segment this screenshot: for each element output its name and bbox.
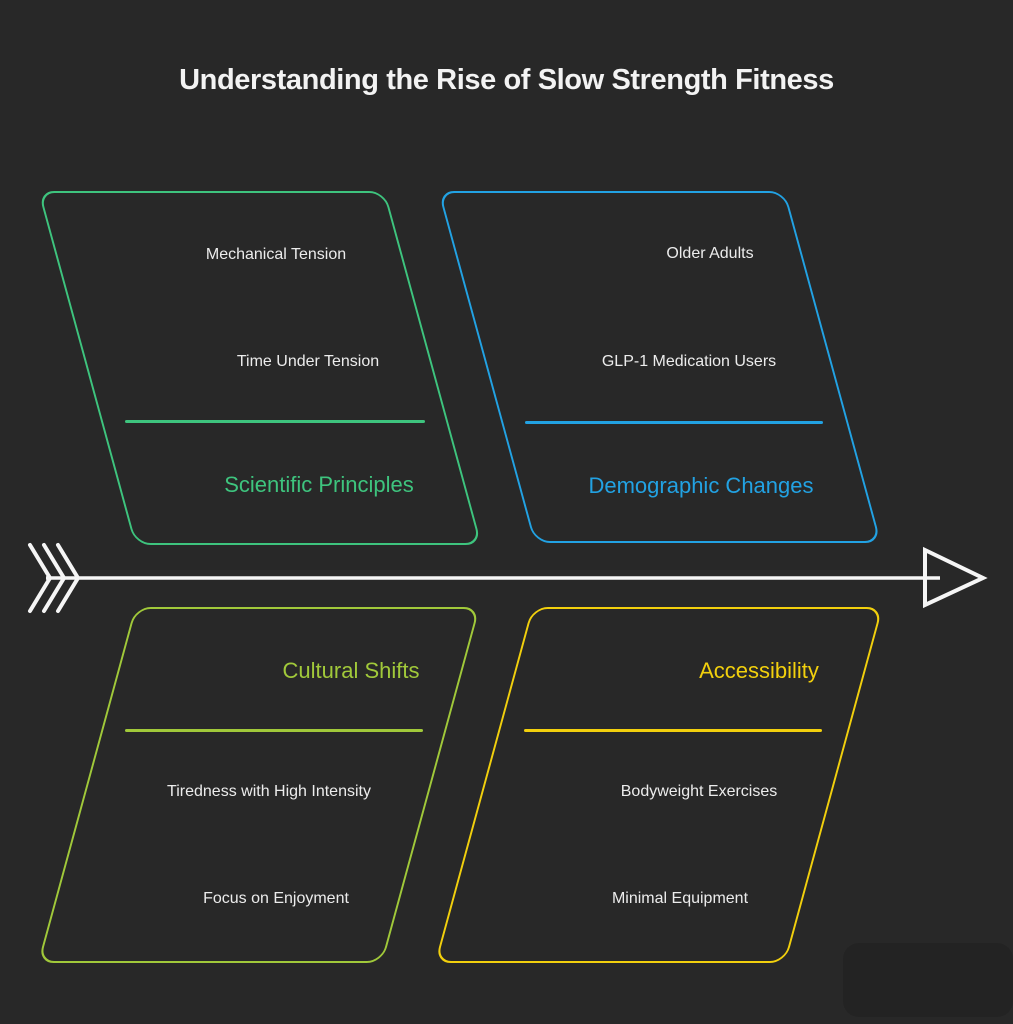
section-divider-cultural-shifts [125,729,423,732]
item-tiredness-with-high-intensity: Tiredness with High Intensity [167,783,371,800]
page-title: Understanding the Rise of Slow Strength … [179,64,834,96]
section-label-accessibility: Accessibility [699,658,819,683]
item-time-under-tension: Time Under Tension [236,353,380,370]
item-mechanical-tension: Mechanical Tension [205,246,347,263]
section-label-scientific-principles: Scientific Principles [224,472,414,497]
arrow-fletching-icon [28,543,81,613]
item-focus-on-enjoyment: Focus on Enjoyment [203,890,349,907]
item-bodyweight-exercises: Bodyweight Exercises [620,783,778,800]
item-minimal-equipment: Minimal Equipment [611,890,749,907]
item-older-adults: Older Adults [666,245,754,262]
section-divider-scientific-principles [125,420,425,423]
section-label-cultural-shifts: Cultural Shifts [282,658,420,683]
section-label-demographic-changes: Demographic Changes [588,473,814,498]
corner-shadow-patch [843,943,1013,1017]
item-glp1-medication-users: GLP-1 Medication Users [601,353,777,370]
section-divider-demographic-changes [525,421,823,424]
arrow-head-icon [923,546,988,609]
section-divider-accessibility [524,729,822,732]
